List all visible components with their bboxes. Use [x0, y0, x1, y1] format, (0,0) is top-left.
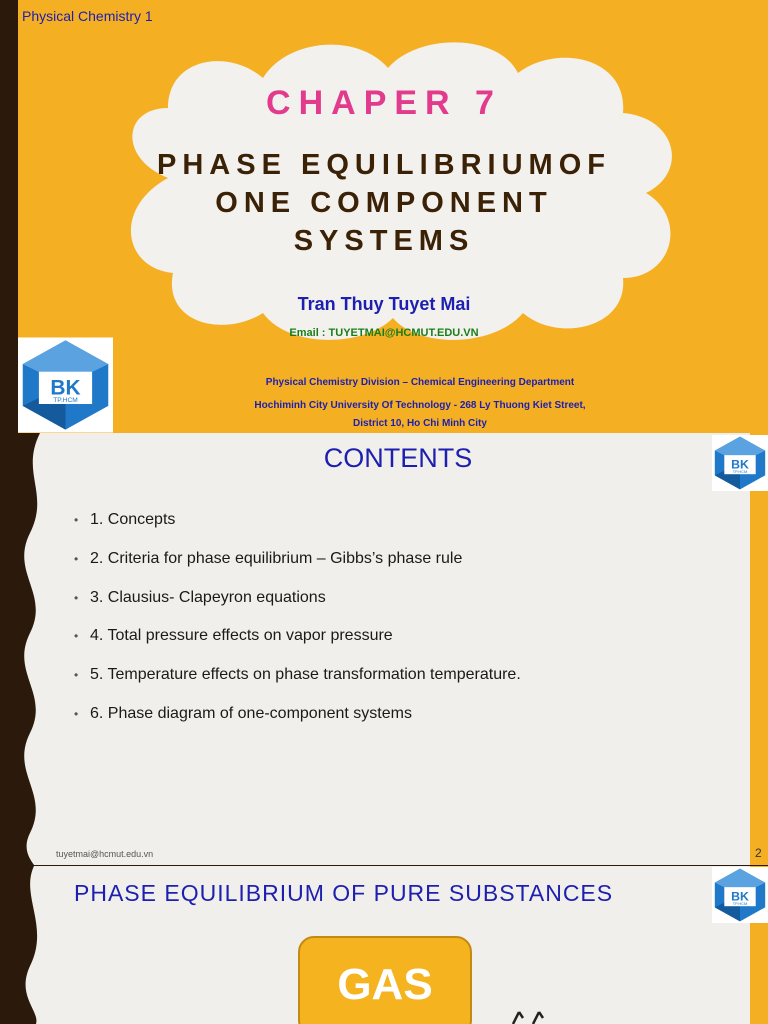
- left-dark-strip: [0, 0, 18, 433]
- list-item: •1. Concepts: [74, 511, 176, 528]
- cloud-shape: [130, 42, 672, 340]
- bk-logo: BK TP.HCM: [712, 867, 768, 923]
- list-item: •5. Temperature effects on phase transfo…: [74, 666, 521, 684]
- footer-email: tuyetmai@hcmut.edu.vn: [56, 849, 154, 859]
- author-name: Tran Thuy Tuyet Mai: [297, 294, 471, 314]
- logo-sub: TP.HCM: [53, 397, 78, 404]
- bk-logo: BK TP.HCM: [712, 435, 768, 491]
- list-item: •3. Clausius- Clapeyron equations: [74, 588, 326, 606]
- title-slide: Physical Chemistry 1 CHAPER 7 PHASE EQUI…: [0, 0, 768, 433]
- main-title-line-1: PHASE EQUILIBRIUMOF: [157, 149, 611, 181]
- logo-sub: TP.HCM: [733, 901, 747, 906]
- main-title-line-2: ONE COMPONENT: [215, 187, 553, 219]
- affiliation-line-1: Physical Chemistry Division – Chemical E…: [265, 377, 575, 388]
- gas-label: GAS: [337, 960, 433, 1009]
- bullet-icon: •: [74, 590, 79, 605]
- left-wave-border: [0, 433, 40, 865]
- page-number: 2: [755, 846, 762, 860]
- bullet-icon: •: [74, 629, 79, 644]
- contents-title: CONTENTS: [323, 443, 473, 473]
- affiliation-line-2: Hochiminh City University Of Technology …: [254, 400, 586, 411]
- bk-logo: BK TP.HCM: [18, 337, 113, 433]
- logo-abbr: BK: [50, 377, 80, 400]
- bullet-icon: •: [74, 668, 79, 683]
- author-email: Email : TUYETMAI@HCMUT.EDU.VN: [289, 327, 479, 339]
- right-orange-strip: [750, 433, 768, 865]
- course-title: Physical Chemistry 1: [22, 8, 153, 24]
- main-title: PHASE EQUILIBRIUMOF ONE COMPONENT SYSTEM…: [0, 146, 768, 260]
- phase-slide: PHASE EQUILIBRIUM OF PURE SUBSTANCES BK …: [0, 866, 768, 1024]
- gas-box: GAS: [298, 936, 472, 1024]
- logo-sub: TP.HCM: [733, 469, 747, 474]
- slide-title: PHASE EQUILIBRIUM OF PURE SUBSTANCES: [74, 880, 614, 906]
- logo-abbr: BK: [731, 458, 749, 472]
- content-background: [0, 433, 750, 865]
- chapter-title: CHAPER 7: [266, 84, 502, 122]
- main-title-line-3: SYSTEMS: [293, 225, 475, 257]
- bullet-icon: •: [74, 513, 79, 527]
- bullet-icon: •: [74, 551, 79, 566]
- list-item: •6. Phase diagram of one-component syste…: [74, 704, 412, 722]
- bullet-icon: •: [74, 706, 79, 721]
- affiliation-line-3: District 10, Ho Chi Minh City: [353, 418, 487, 429]
- logo-abbr: BK: [731, 890, 749, 904]
- arrow-icon: [511, 1011, 545, 1024]
- contents-slide: CONTENTS •1. Concepts •2. Criteria for p…: [0, 433, 768, 865]
- left-wave-border: [0, 866, 38, 1024]
- contents-list: •1. Concepts •2. Criteria for phase equi…: [74, 511, 521, 744]
- list-item: •2. Criteria for phase equilibrium – Gib…: [74, 549, 463, 567]
- list-item: •4. Total pressure effects on vapor pres…: [74, 627, 393, 645]
